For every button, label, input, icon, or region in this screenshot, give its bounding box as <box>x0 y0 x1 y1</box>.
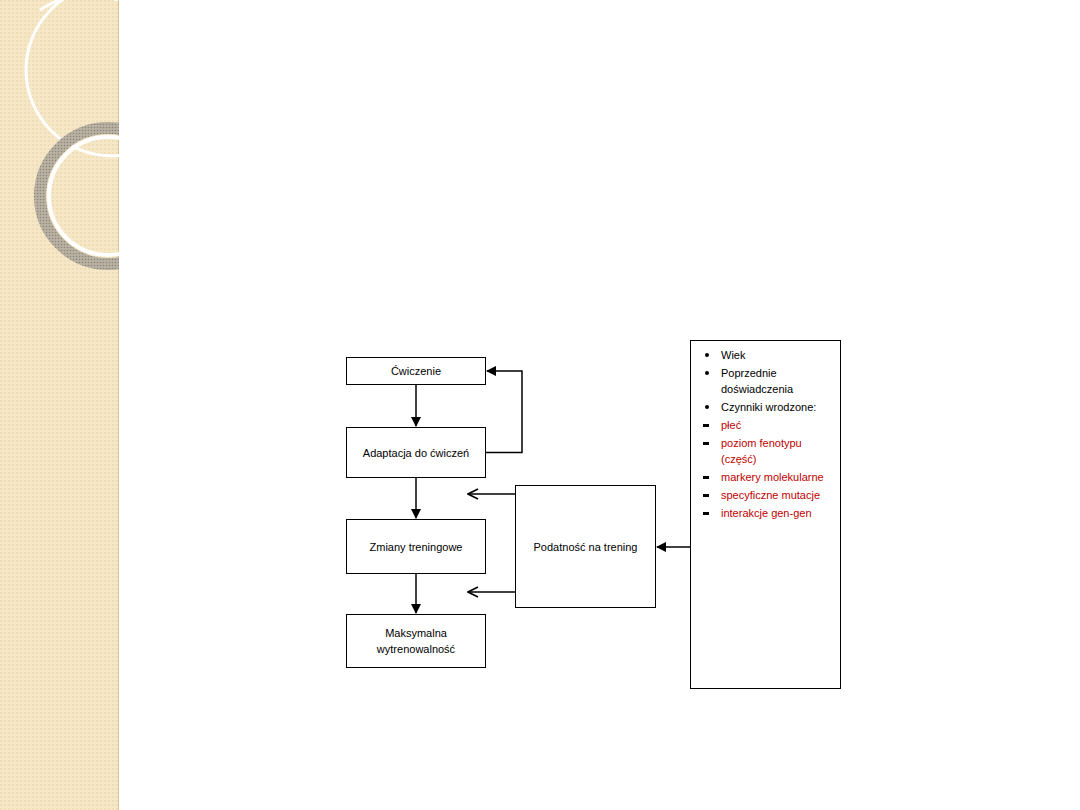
band-fill <box>0 0 118 810</box>
bullet-mark <box>703 494 709 497</box>
band-edge <box>118 0 119 810</box>
factor-box: Podatność na trening <box>515 485 656 608</box>
process-box: Maksymalna wytrenowalność <box>346 614 486 668</box>
process-box: Zmiany treningowe <box>346 519 486 574</box>
list-item: Czynniki wrodzone: <box>699 399 832 415</box>
sub-list-item: płeć <box>699 417 832 433</box>
list-item: Wiek <box>699 347 832 363</box>
flow-arrow <box>415 574 417 613</box>
influence-arrow <box>468 493 515 495</box>
factor-list-box: WiekPoprzednie doświadczeniaCzynniki wro… <box>690 340 841 689</box>
bullet-mark <box>703 424 709 427</box>
process-box: Adaptacja do ćwiczeń <box>346 427 486 478</box>
bullet-mark <box>703 512 709 515</box>
box-label: Adaptacja do ćwiczeń <box>363 445 469 461</box>
sub-list-item: poziom fenotypu (część) <box>699 435 832 467</box>
bullet-mark <box>703 442 709 445</box>
process-box: Ćwiczenie <box>346 357 486 385</box>
deco-arc <box>40 0 118 10</box>
flow-arrow <box>415 385 417 426</box>
page-ground <box>119 0 1080 810</box>
flow-arrow <box>486 371 522 453</box>
box-label: Ćwiczenie <box>391 363 441 379</box>
box-label: Maksymalna wytrenowalność <box>355 625 477 657</box>
box-label: Zmiany treningowe <box>370 539 463 555</box>
flow-arrow <box>415 478 417 518</box>
bullet-mark <box>703 476 709 479</box>
bullet-mark <box>705 405 709 409</box>
sub-list-item: interakcje gen-gen <box>699 505 832 521</box>
bullet-mark <box>705 353 709 357</box>
sub-list-item: specyficzne mutacje <box>699 487 832 503</box>
influence-arrow <box>468 591 515 593</box>
box-label: Podatność na trening <box>534 539 638 555</box>
bullet-mark <box>705 371 709 375</box>
list-item: Poprzednie doświadczenia <box>699 365 832 397</box>
sub-list-item: markery molekularne <box>699 469 832 485</box>
flow-arrow <box>657 546 690 548</box>
